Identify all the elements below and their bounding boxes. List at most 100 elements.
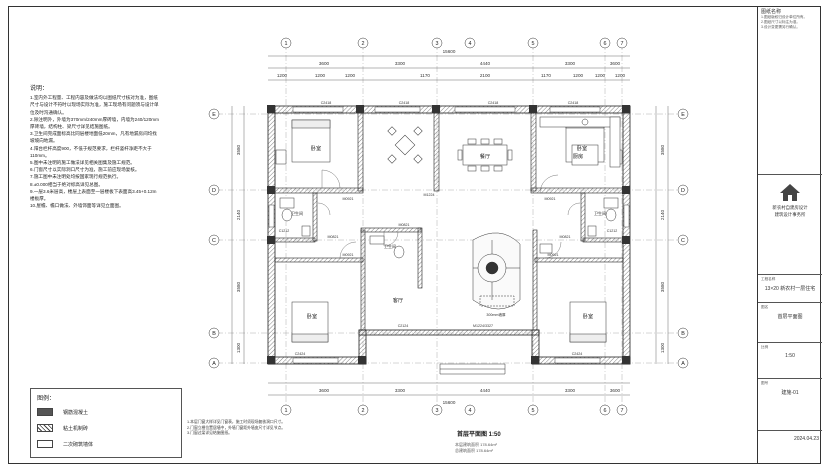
dim-right: 2140 (660, 209, 665, 220)
legend-item-brick: 粘土机制砖 (37, 423, 88, 433)
legend-title: 图例： (37, 396, 56, 402)
axis-label: A (681, 361, 685, 367)
notes-title: 说明： (30, 86, 49, 92)
axis-label: B (212, 331, 216, 337)
dim-top-sub: 1170 (420, 73, 430, 78)
tb-note: 2.图纸尺寸以标注为准。 (761, 20, 800, 24)
dimension-lines (231, 55, 669, 396)
dim-left: 1300 (236, 342, 241, 353)
number-label: 图号 (761, 381, 769, 385)
legend-item-secondary-wall: 二次砌筑墙体 (37, 439, 93, 449)
axis-label: 7 (621, 41, 624, 47)
legend: 图例： 钢筋混凝土 粘土机制砖 二次砌筑墙体 (30, 388, 182, 458)
room-label-bedroom: 卧室 (311, 144, 321, 152)
axis-label: A (212, 361, 216, 367)
brick-swatch (37, 424, 53, 432)
window-tag: C2424 (572, 352, 583, 356)
room-label-living: 客厅 (393, 296, 403, 304)
spiral-stair (472, 232, 521, 310)
concrete-swatch (37, 408, 53, 416)
entry-steps (439, 363, 506, 375)
legend-item-concrete: 钢筋混凝土 (37, 407, 88, 417)
dim-top: 4440 (480, 61, 491, 66)
dim-top-total: 15600 (443, 49, 456, 54)
window-tag: C2418 (488, 101, 499, 105)
axis-label: 5 (532, 408, 535, 414)
axis-label: 1 (285, 408, 288, 414)
dim-top-sub: 1200 (315, 73, 326, 78)
dim-top: 3600 (319, 61, 330, 66)
axis-label: D (681, 188, 685, 194)
note-line: 3.卫生间完成面标高比同层楼地面低20mm，凡有地漏房间均找坡坡向地漏。 (30, 131, 157, 144)
dim-top-sub: 1200 (573, 73, 584, 78)
door-tag: M0921 (548, 253, 559, 257)
drawing-date: 2024.04.23 (793, 436, 819, 442)
windows (268, 106, 630, 364)
drawing-number: 建施-01 (781, 390, 799, 396)
axis-bubbles (208, 37, 689, 416)
window-tag: C1212 (279, 229, 290, 233)
dim-top: 3600 (610, 61, 621, 66)
drawing-name: 首层平面图 (777, 314, 803, 320)
axis-label: 6 (604, 408, 607, 414)
window-tag: C1212 (607, 229, 618, 233)
plan-note-line: 2.门窗立樘位置居墙中，外墙门窗距外墙皮尺寸详见节点。 (187, 425, 286, 430)
plan-note-line: 1.本层门窗大样详见门窗表，施工时须现场复核洞口尺寸。 (187, 420, 286, 424)
axis-label: 3 (436, 408, 439, 414)
dim-bottom: 3300 (565, 388, 576, 393)
tb-date: 2024.04.23 (758, 430, 822, 464)
note-line: 1.室内外工程量、工程内容及做法均以图纸尺寸核对为准，图纸尺寸与设计不符时以现场… (30, 95, 159, 115)
room-label-bedroom: 卧室 (577, 144, 587, 152)
door-tag: M0921 (545, 197, 556, 201)
plan-note-line: 3.门窗过梁详见结施图纸。 (187, 431, 232, 436)
tb-scale: 比例 1:50 (758, 342, 822, 378)
axis-label: 7 (621, 408, 624, 414)
window-tag: C2418 (568, 101, 579, 105)
dim-bottom: 3300 (395, 388, 406, 393)
kitchen-counter (539, 116, 621, 168)
slab-note: 300mm墙厚 (486, 312, 506, 317)
dim-top-sub: 1200 (277, 73, 288, 78)
note-line: 9.一层3.6米层高，楼层上表面至一层楼板下表面高3.45+0.12m楼板厚。 (30, 188, 157, 202)
room-label-bathroom: 卫生间 (384, 243, 396, 249)
door-swings (317, 169, 581, 259)
window-tag: C2424 (295, 352, 306, 356)
dim-right: 3580 (660, 281, 665, 292)
project-name: 13×20 新农村一层住宅 (764, 286, 816, 292)
door-tag: M0821 (399, 223, 410, 227)
note-line: 6.门窗尺寸以实际洞口尺寸为准，施工前应现场复核。 (30, 167, 140, 173)
entry-door-tag: M1224/3327 (473, 324, 493, 328)
axis-label: 4 (469, 408, 472, 414)
axis-label: B (681, 331, 685, 337)
bathroom-fixtures (279, 197, 619, 259)
dim-bottom: 3600 (610, 388, 621, 393)
dim-bottom-total: 15600 (443, 400, 456, 405)
legend-label: 粘土机制砖 (63, 425, 89, 432)
dim-top-sub: 2100 (480, 73, 491, 78)
floor-area: 本层建筑面积 178.64m² (455, 442, 498, 447)
dim-bottom: 4440 (480, 388, 491, 393)
dim-right: 1300 (660, 342, 665, 353)
plan-notes: 1.本层门窗大样详见门窗表，施工时须现场复核洞口尺寸。 2.门窗立樘位置居墙中，… (187, 420, 367, 437)
axis-label: D (212, 188, 216, 194)
axis-label: 2 (362, 408, 365, 414)
axis-label: E (681, 112, 685, 118)
tb-company: 新农村自建房设计 建筑设计事务所 (758, 174, 822, 230)
window-tag: C2418 (321, 101, 332, 105)
drawing-label: 图名 (761, 305, 769, 309)
door-tag: M1224 (424, 193, 435, 197)
interior-walls (274, 112, 624, 331)
room-label-dining: 餐厅 (480, 152, 490, 160)
dim-left: 3580 (236, 281, 241, 292)
axis-label: 2 (362, 41, 365, 47)
axis-label: C (681, 238, 685, 244)
legend-label: 二次砌筑墙体 (63, 441, 94, 448)
dim-right: 3580 (660, 144, 665, 155)
tb-header: 图纸名称 (761, 9, 782, 15)
tb-note: 3.设计变更需另行确认。 (761, 25, 800, 29)
tb-number: 图号 建施-01 (758, 378, 822, 430)
axis-label: 5 (532, 41, 535, 47)
room-label-bathroom: 卫生间 (594, 210, 606, 216)
axis-label: E (212, 112, 216, 118)
